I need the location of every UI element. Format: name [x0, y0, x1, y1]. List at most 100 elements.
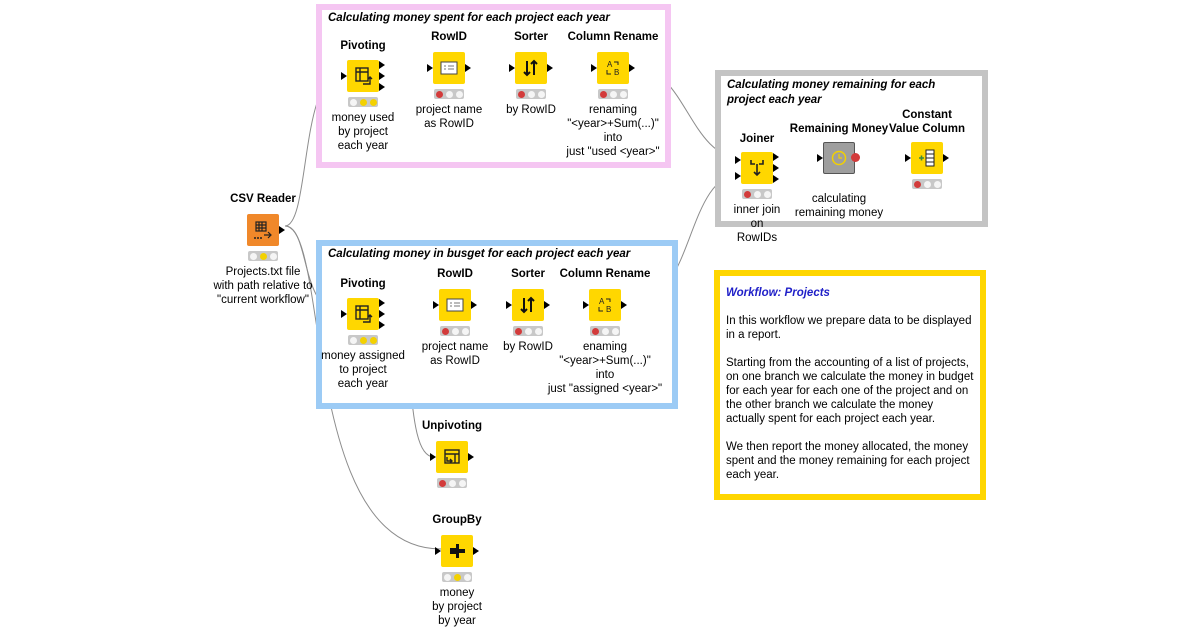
sorter-icon[interactable] — [512, 289, 544, 321]
rowid-icon[interactable] — [433, 52, 465, 84]
node-remaining-money[interactable]: Remaining Money calculating remaining mo… — [754, 122, 924, 220]
input-port[interactable] — [735, 156, 741, 164]
unpivoting-icon[interactable] — [436, 441, 468, 473]
node-sorter-budget[interactable]: Sorter by RowID — [443, 267, 613, 354]
output-port[interactable] — [773, 153, 779, 161]
status-light — [369, 336, 377, 344]
svg-text:A: A — [607, 60, 613, 69]
status-light — [369, 98, 377, 106]
node-title: RowID — [431, 31, 467, 43]
workflow-paragraph: In this workflow we prepare data to be d… — [726, 315, 972, 341]
input-port[interactable] — [509, 64, 515, 72]
pivoting-icon[interactable] — [347, 60, 379, 92]
output-port[interactable] — [379, 299, 385, 307]
joiner-icon[interactable] — [741, 152, 773, 184]
node-csv-reader[interactable]: CSV Reader Projects.txt file with path r… — [178, 192, 348, 307]
node-pivoting-spent[interactable]: Pivoting money used by project each year — [278, 39, 448, 153]
node-pivoting-budget[interactable]: Pivoting money assigned to project each … — [278, 277, 448, 391]
node-rowid-budget[interactable]: RowID project name as RowID — [370, 267, 540, 368]
output-port[interactable] — [379, 83, 385, 91]
node-description: project name as RowID — [415, 104, 483, 130]
input-port[interactable] — [433, 301, 439, 309]
pivoting-icon[interactable] — [347, 298, 379, 330]
status-lights — [598, 89, 628, 99]
svg-text:B: B — [614, 68, 619, 77]
groupby-icon[interactable] — [441, 535, 473, 567]
output-port[interactable] — [773, 175, 779, 183]
node-title: RowID — [437, 268, 473, 280]
status-light — [913, 180, 921, 188]
node-sorter-spent[interactable]: Sorter by RowID — [446, 30, 616, 117]
output-port[interactable] — [851, 153, 860, 162]
node-title: GroupBy — [432, 514, 482, 526]
output-port[interactable] — [629, 64, 635, 72]
input-port[interactable] — [583, 301, 589, 309]
status-light — [455, 90, 463, 98]
status-light — [611, 327, 619, 335]
output-port[interactable] — [544, 301, 550, 309]
node-title: Unpivoting — [421, 420, 483, 432]
input-port[interactable] — [506, 301, 512, 309]
csv-reader-icon[interactable] — [247, 214, 279, 246]
node-rowid-spent[interactable]: RowID project name as RowID — [364, 30, 534, 131]
node-constant-value-column[interactable]: Constant Value Column — [842, 108, 1012, 189]
output-port[interactable] — [773, 164, 779, 172]
status-light — [743, 190, 751, 198]
output-port[interactable] — [279, 226, 285, 234]
status-light — [441, 327, 449, 335]
node-joiner[interactable]: Joiner inner join on RowIDs — [672, 132, 842, 245]
output-port[interactable] — [379, 72, 385, 80]
annotation-title: Calculating money in busget for each pro… — [328, 248, 631, 260]
annotation-workflow-description[interactable]: Workflow: Projects In this workflow we p… — [714, 270, 986, 500]
node-title: Pivoting — [340, 278, 386, 290]
output-port[interactable] — [465, 64, 471, 72]
node-description: by RowID — [506, 104, 556, 116]
input-port[interactable] — [341, 310, 347, 318]
output-port[interactable] — [471, 301, 477, 309]
node-title: Constant Value Column — [888, 109, 966, 135]
node-title: Sorter — [514, 31, 548, 43]
sorter-icon[interactable] — [515, 52, 547, 84]
node-description: by RowID — [503, 341, 553, 353]
status-light — [249, 252, 257, 260]
node-unpivoting[interactable]: Unpivoting — [367, 419, 537, 488]
status-light — [591, 327, 599, 335]
input-port[interactable] — [341, 72, 347, 80]
input-port[interactable] — [591, 64, 597, 72]
status-light — [359, 98, 367, 106]
workflow-title: Workflow: Projects — [726, 287, 830, 299]
status-light — [269, 252, 277, 260]
input-port[interactable] — [435, 547, 441, 555]
node-title: Joiner — [739, 133, 775, 145]
metanode-icon[interactable] — [823, 142, 855, 174]
output-port[interactable] — [379, 321, 385, 329]
annotation-title: Calculating money remaining for each pro… — [727, 79, 936, 106]
output-port[interactable] — [468, 453, 474, 461]
status-light — [763, 190, 771, 198]
node-description: calculating remaining money — [794, 193, 884, 219]
node-title: CSV Reader — [230, 193, 296, 205]
svg-text:B: B — [606, 305, 611, 314]
input-port[interactable] — [430, 453, 436, 461]
output-port[interactable] — [473, 547, 479, 555]
output-port[interactable] — [621, 301, 627, 309]
status-light — [448, 479, 456, 487]
node-groupby[interactable]: GroupBy money by project by year — [372, 513, 542, 628]
input-port[interactable] — [905, 154, 911, 162]
input-port[interactable] — [735, 172, 741, 180]
constant-value-icon[interactable] — [911, 142, 943, 174]
status-light — [259, 252, 267, 260]
input-port[interactable] — [817, 154, 823, 162]
status-light — [445, 90, 453, 98]
input-port[interactable] — [427, 64, 433, 72]
output-port[interactable] — [379, 310, 385, 318]
output-port[interactable] — [547, 64, 553, 72]
output-port[interactable] — [379, 61, 385, 69]
status-light — [438, 479, 446, 487]
rowid-icon[interactable] — [439, 289, 471, 321]
output-port[interactable] — [943, 154, 949, 162]
